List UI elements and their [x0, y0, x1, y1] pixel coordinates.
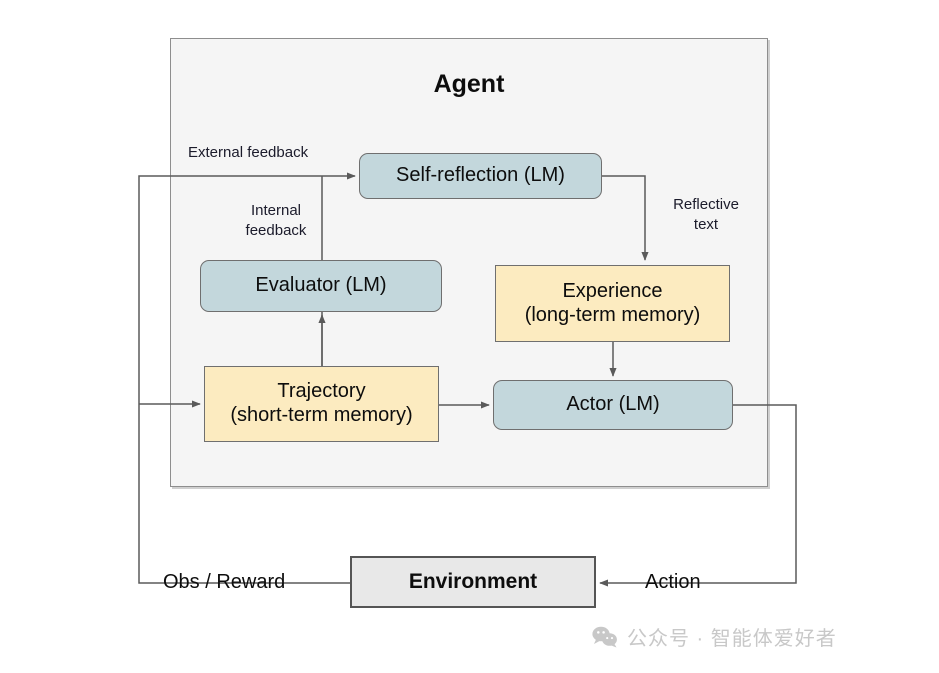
node-experience-label-line2: (long-term memory) [524, 303, 701, 326]
label-obs-reward: Obs / Reward [163, 571, 286, 593]
agent-title: Agent [433, 70, 505, 98]
node-trajectory-label-line1: Trajectory [277, 380, 366, 403]
label-reflective-text: Reflective text [660, 195, 752, 235]
node-experience[interactable]: Experience (long-term memory) [495, 265, 730, 342]
watermark: 公众号 · 智能体爱好者 [592, 622, 837, 651]
label-internal-feedback-line1: Internal [250, 202, 302, 219]
label-reflective-text-line1: Reflective [673, 196, 739, 213]
node-actor-label: Actor (LM) [566, 393, 660, 416]
node-evaluator[interactable]: Evaluator (LM) [200, 260, 442, 312]
label-internal-feedback: Internal feedback [232, 201, 320, 241]
node-trajectory-label-line2: (short-term memory) [230, 404, 413, 426]
node-trajectory[interactable]: Trajectory (short-term memory) [204, 366, 439, 442]
node-self-reflection-label: Self-reflection (LM) [396, 164, 565, 187]
node-environment-label: Environment [408, 569, 538, 593]
label-internal-feedback-line2: feedback [245, 221, 307, 239]
label-reflective-text-line2: text [693, 215, 719, 233]
node-experience-label-line1: Experience [562, 279, 663, 302]
wechat-icon [592, 626, 617, 647]
node-actor[interactable]: Actor (LM) [493, 380, 733, 430]
label-action: Action [645, 571, 701, 593]
node-self-reflection[interactable]: Self-reflection (LM) [359, 153, 602, 199]
watermark-text: 公众号 · 智能体爱好者 [627, 628, 837, 650]
node-environment[interactable]: Environment [350, 556, 596, 608]
node-evaluator-label: Evaluator (LM) [255, 274, 387, 297]
label-external-feedback: External feedback [188, 144, 309, 161]
